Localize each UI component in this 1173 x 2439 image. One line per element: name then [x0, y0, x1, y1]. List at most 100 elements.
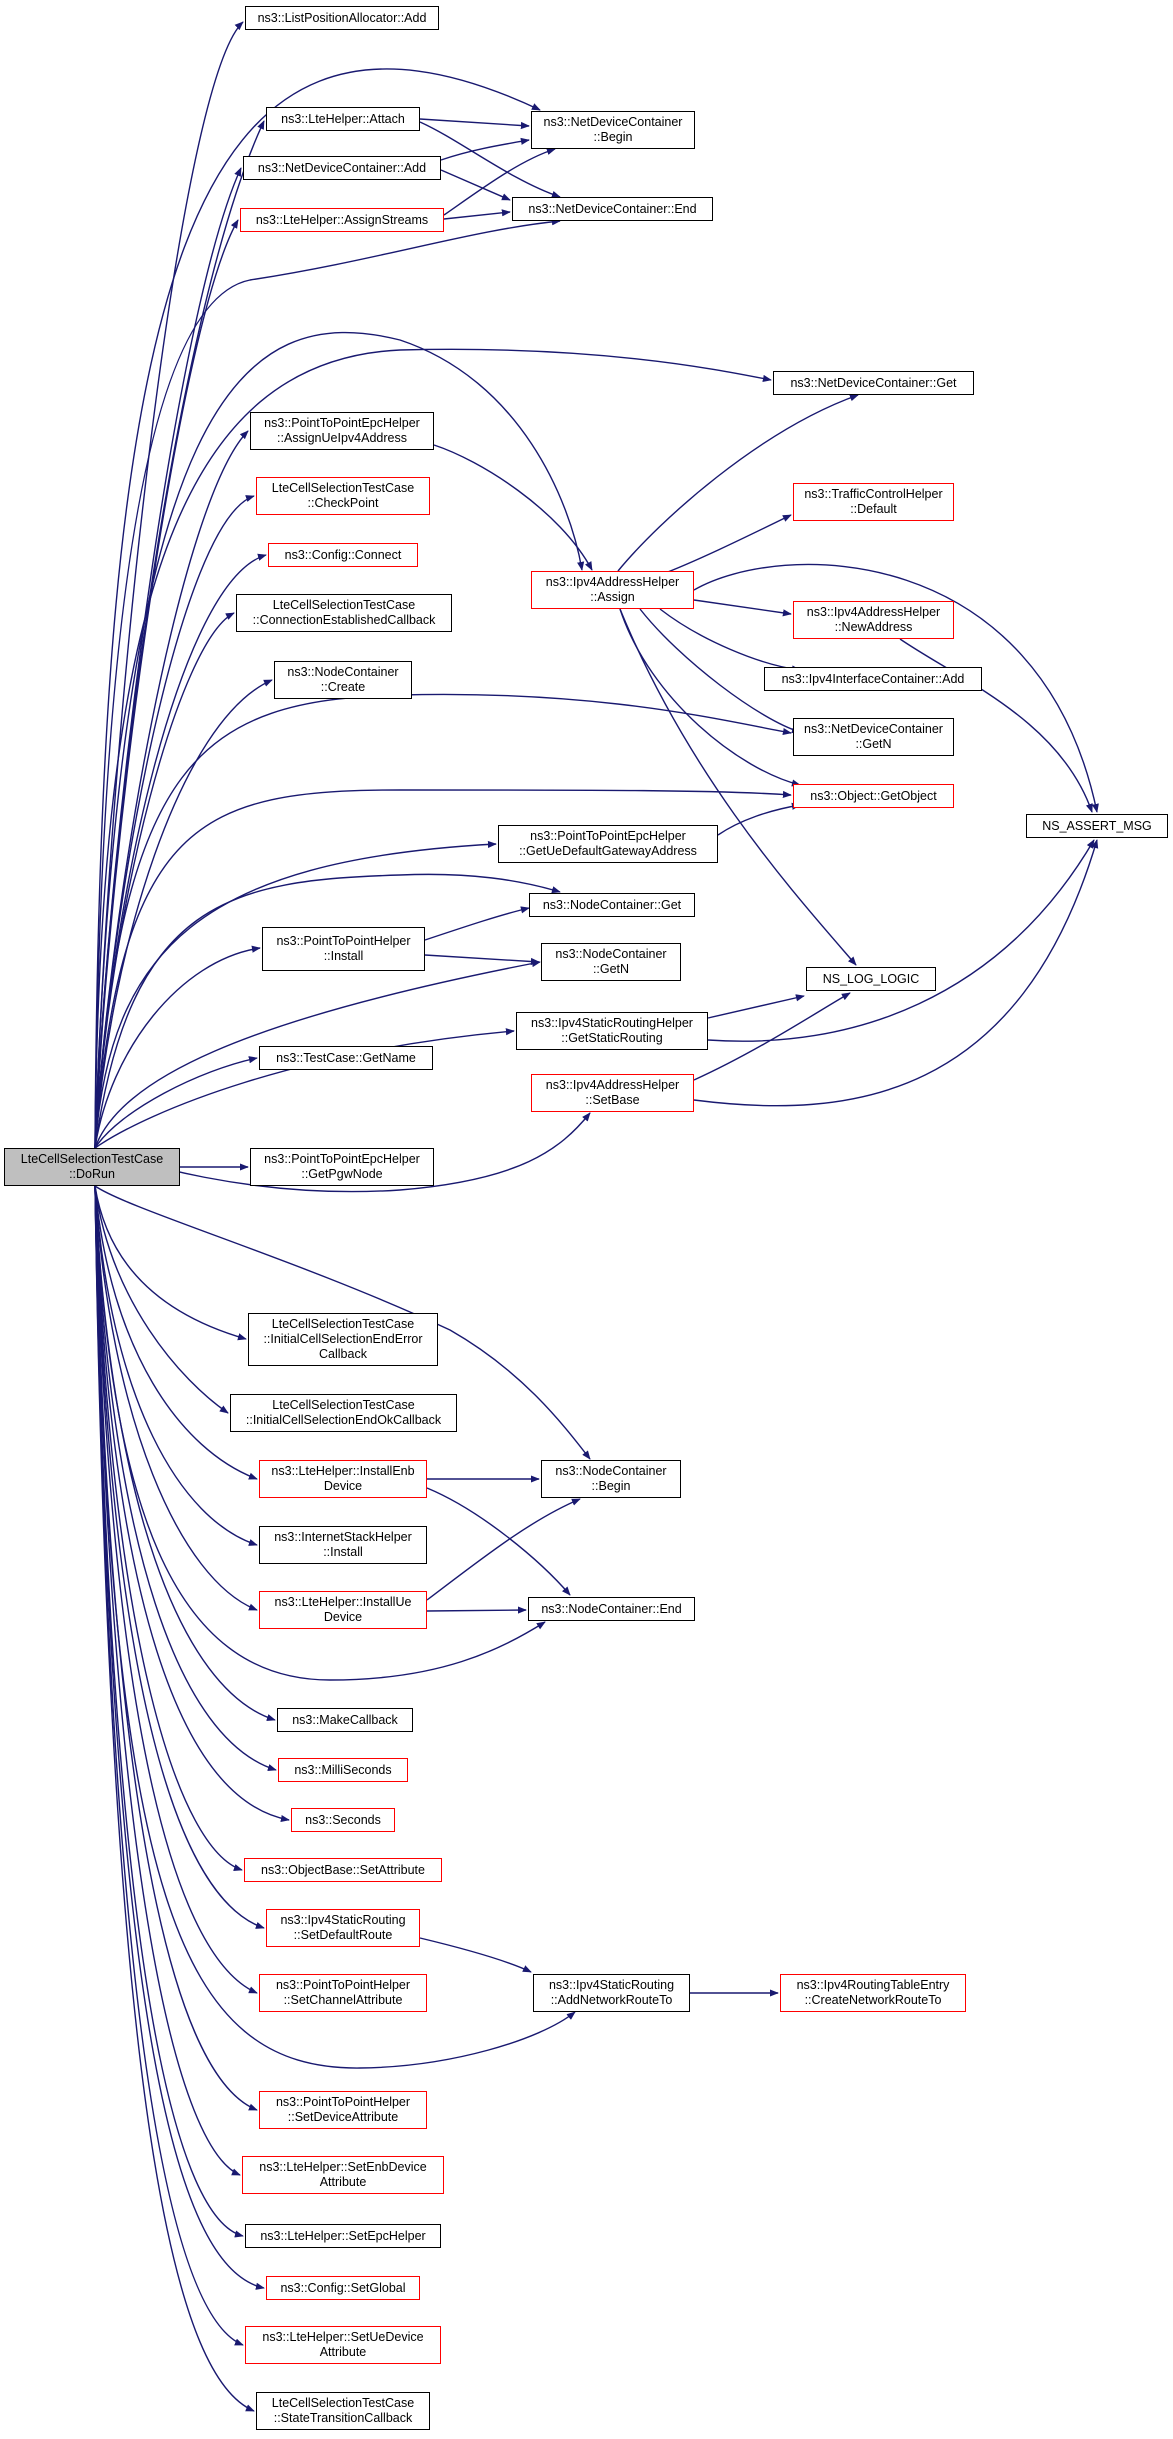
- node-object-base-set-attribute[interactable]: ns3::ObjectBase::SetAttribute: [244, 1858, 442, 1882]
- edge-install-enb-node-container-end: [426, 1487, 571, 1596]
- edge-p2p-install-node-container-get: [424, 906, 530, 941]
- edge-assign-streams-ndc-begin: [443, 147, 556, 216]
- edge-ipv4-assign-tc-default: [659, 514, 792, 576]
- edge-root-make-callback: [94, 1185, 276, 1721]
- node-internet-stack-helper-install[interactable]: ns3::InternetStackHelper ::Install: [259, 1526, 427, 1564]
- edge-ndc-add-ndc-begin: [440, 137, 530, 161]
- node-get-ue-default-gateway-address[interactable]: ns3::PointToPointEpcHelper ::GetUeDefaul…: [498, 825, 718, 863]
- node-initial-cell-selection-end-error-callback[interactable]: LteCellSelectionTestCase ::InitialCellSe…: [248, 1313, 438, 1366]
- edge-root-point-to-point-helper-set-device-attribute: [94, 1185, 258, 2111]
- node-node-container-get[interactable]: ns3::NodeContainer::Get: [529, 893, 695, 917]
- node-net-device-container-get-n[interactable]: ns3::NetDeviceContainer ::GetN: [793, 718, 954, 756]
- node-node-container-create[interactable]: ns3::NodeContainer ::Create: [274, 661, 412, 699]
- edge-get-static-routing-ns-assert-msg: [707, 839, 1095, 1042]
- node-ipv4-address-helper-assign[interactable]: ns3::Ipv4AddressHelper ::Assign: [531, 571, 694, 609]
- edge-ipv4-set-base-ns-log-logic: [693, 992, 851, 1081]
- edge-root-seconds: [94, 1185, 290, 1823]
- edge-set-default-route-add-network-route-to: [419, 1937, 532, 1973]
- edge-root-lte-helper-set-enb-device-attribute: [94, 1185, 241, 2176]
- edge-ipv4-assign-ipv4-interface-container-add: [659, 608, 801, 673]
- node-get-pgw-node[interactable]: ns3::PointToPointEpcHelper ::GetPgwNode: [250, 1148, 434, 1186]
- node-point-to-point-helper-set-channel-attribute[interactable]: ns3::PointToPointHelper ::SetChannelAttr…: [259, 1974, 427, 2012]
- edge-get-ue-default-gateway-object-get-object: [717, 802, 801, 836]
- edge-root-lte-helper-install-ue-device: [94, 1185, 258, 1611]
- node-traffic-control-helper-default[interactable]: ns3::TrafficControlHelper ::Default: [793, 483, 954, 521]
- node-net-device-container-end[interactable]: ns3::NetDeviceContainer::End: [512, 197, 713, 221]
- edge-attach-ndc-end: [419, 121, 561, 198]
- node-check-point[interactable]: LteCellSelectionTestCase ::CheckPoint: [256, 477, 430, 515]
- node-config-connect[interactable]: ns3::Config::Connect: [268, 543, 418, 567]
- node-lte-cell-selection-do-run: LteCellSelectionTestCase ::DoRun: [4, 1148, 180, 1186]
- edge-attach-ndc-begin: [419, 118, 530, 130]
- node-lte-helper-set-epc-helper[interactable]: ns3::LteHelper::SetEpcHelper: [245, 2224, 441, 2248]
- edge-ipv4-assign-ns-log-logic: [619, 608, 857, 966]
- edge-root-lte-helper-set-epc-helper: [94, 1185, 244, 2238]
- node-ipv4-routing-table-entry-create-network-route-to[interactable]: ns3::Ipv4RoutingTableEntry ::CreateNetwo…: [780, 1974, 966, 2012]
- node-ipv4-interface-container-add[interactable]: ns3::Ipv4InterfaceContainer::Add: [764, 667, 982, 691]
- edge-root-ipv4-address-helper-assign: [94, 331, 585, 1149]
- node-lte-helper-attach[interactable]: ns3::LteHelper::Attach: [266, 107, 420, 131]
- node-get-static-routing[interactable]: ns3::Ipv4StaticRoutingHelper ::GetStatic…: [516, 1012, 708, 1050]
- edge-root-net-device-container-begin: [94, 68, 541, 1149]
- edge-p2p-install-node-container-get-n: [424, 954, 540, 966]
- node-net-device-container-begin[interactable]: ns3::NetDeviceContainer ::Begin: [531, 111, 695, 149]
- edge-root-internet-stack-helper-install: [94, 1185, 258, 1546]
- node-milli-seconds[interactable]: ns3::MilliSeconds: [278, 1758, 408, 1782]
- edge-assign-streams-ndc-end: [443, 209, 511, 220]
- edge-root-net-device-container-end: [94, 218, 561, 1149]
- edge-root-test-case-get-name: [94, 1056, 258, 1149]
- edge-root-get-ue-default-gateway-address: [94, 840, 497, 1149]
- node-lte-helper-set-enb-device-attribute[interactable]: ns3::LteHelper::SetEnbDevice Attribute: [242, 2156, 444, 2194]
- node-ns-log-logic[interactable]: NS_LOG_LOGIC: [806, 967, 936, 991]
- node-config-set-global[interactable]: ns3::Config::SetGlobal: [266, 2276, 420, 2300]
- node-node-container-begin[interactable]: ns3::NodeContainer ::Begin: [541, 1460, 681, 1498]
- node-make-callback[interactable]: ns3::MakeCallback: [277, 1708, 413, 1732]
- node-ipv4-address-helper-new-address[interactable]: ns3::Ipv4AddressHelper ::NewAddress: [793, 601, 954, 639]
- edge-root-get-static-routing: [94, 1028, 515, 1149]
- edge-ndc-add-ndc-end: [440, 169, 511, 201]
- edge-root-point-to-point-helper-set-channel-attribute: [94, 1185, 258, 1994]
- node-net-device-container-get[interactable]: ns3::NetDeviceContainer::Get: [773, 371, 974, 395]
- node-ns-assert-msg[interactable]: NS_ASSERT_MSG: [1026, 814, 1168, 838]
- node-ipv4-static-routing-add-network-route-to[interactable]: ns3::Ipv4StaticRouting ::AddNetworkRoute…: [533, 1974, 690, 2012]
- edge-root-node-container-create: [94, 679, 273, 1149]
- node-node-container-get-n[interactable]: ns3::NodeContainer ::GetN: [541, 943, 681, 981]
- node-ipv4-static-routing-set-default-route[interactable]: ns3::Ipv4StaticRouting ::SetDefaultRoute: [266, 1909, 420, 1947]
- node-lte-helper-install-enb-device[interactable]: ns3::LteHelper::InstallEnb Device: [259, 1460, 427, 1498]
- node-point-to-point-helper-install[interactable]: ns3::PointToPointHelper ::Install: [262, 927, 425, 971]
- node-lte-helper-assign-streams[interactable]: ns3::LteHelper::AssignStreams: [240, 208, 444, 232]
- edge-root-lte-helper-set-ue-device-attribute: [94, 1185, 244, 2346]
- edge-root-node-container-get-n: [94, 960, 541, 1149]
- node-object-get-object[interactable]: ns3::Object::GetObject: [793, 784, 954, 808]
- edge-root-object-get-object: [94, 789, 792, 1149]
- edge-root-milli-seconds: [94, 1185, 277, 1772]
- node-list-position-allocator-add[interactable]: ns3::ListPositionAllocator::Add: [245, 6, 439, 30]
- node-node-container-end[interactable]: ns3::NodeContainer::End: [528, 1597, 695, 1621]
- edge-root-lte-helper-install-enb-device: [94, 1185, 258, 1480]
- node-initial-cell-selection-end-ok-callback[interactable]: LteCellSelectionTestCase ::InitialCellSe…: [230, 1394, 457, 1432]
- node-seconds[interactable]: ns3::Seconds: [291, 1808, 395, 1832]
- node-assign-ue-ipv4-address[interactable]: ns3::PointToPointEpcHelper ::AssignUeIpv…: [250, 412, 434, 450]
- node-state-transition-callback[interactable]: LteCellSelectionTestCase ::StateTransiti…: [256, 2392, 430, 2430]
- edge-root-check-point: [94, 495, 255, 1149]
- edge-root-config-connect: [94, 553, 267, 1149]
- edge-install-ue-node-container-end: [426, 1606, 527, 1614]
- edge-ipv4-assign-ndc-get-n: [639, 608, 801, 734]
- edge-root-initial-cell-selection-end-ok-callback: [94, 1185, 229, 1414]
- edge-root-net-device-container-get: [94, 348, 772, 1149]
- edge-ipv4-new-address-ns-assert-msg: [899, 638, 1093, 813]
- edge-ipv4-assign-ipv4-new-address: [693, 599, 792, 617]
- node-ipv4-address-helper-set-base[interactable]: ns3::Ipv4AddressHelper ::SetBase: [531, 1074, 694, 1112]
- edge-ipv4-assign-ndc-get: [617, 394, 859, 572]
- edge-root-ipv4-static-routing-set-default-route: [94, 1185, 265, 1929]
- edge-root-node-container-get: [94, 873, 561, 1149]
- node-net-device-container-add[interactable]: ns3::NetDeviceContainer::Add: [243, 156, 441, 180]
- node-test-case-get-name[interactable]: ns3::TestCase::GetName: [259, 1046, 433, 1070]
- node-connection-established-callback[interactable]: LteCellSelectionTestCase ::ConnectionEst…: [236, 594, 452, 632]
- edge-ipv4-assign-object-get-object: [619, 608, 801, 787]
- edge-assign-ue-ipv4-ipv4-assign: [433, 444, 593, 571]
- node-lte-helper-set-ue-device-attribute[interactable]: ns3::LteHelper::SetUeDevice Attribute: [245, 2326, 441, 2364]
- node-point-to-point-helper-set-device-attribute[interactable]: ns3::PointToPointHelper ::SetDeviceAttri…: [259, 2091, 427, 2129]
- node-lte-helper-install-ue-device[interactable]: ns3::LteHelper::InstallUe Device: [259, 1591, 427, 1629]
